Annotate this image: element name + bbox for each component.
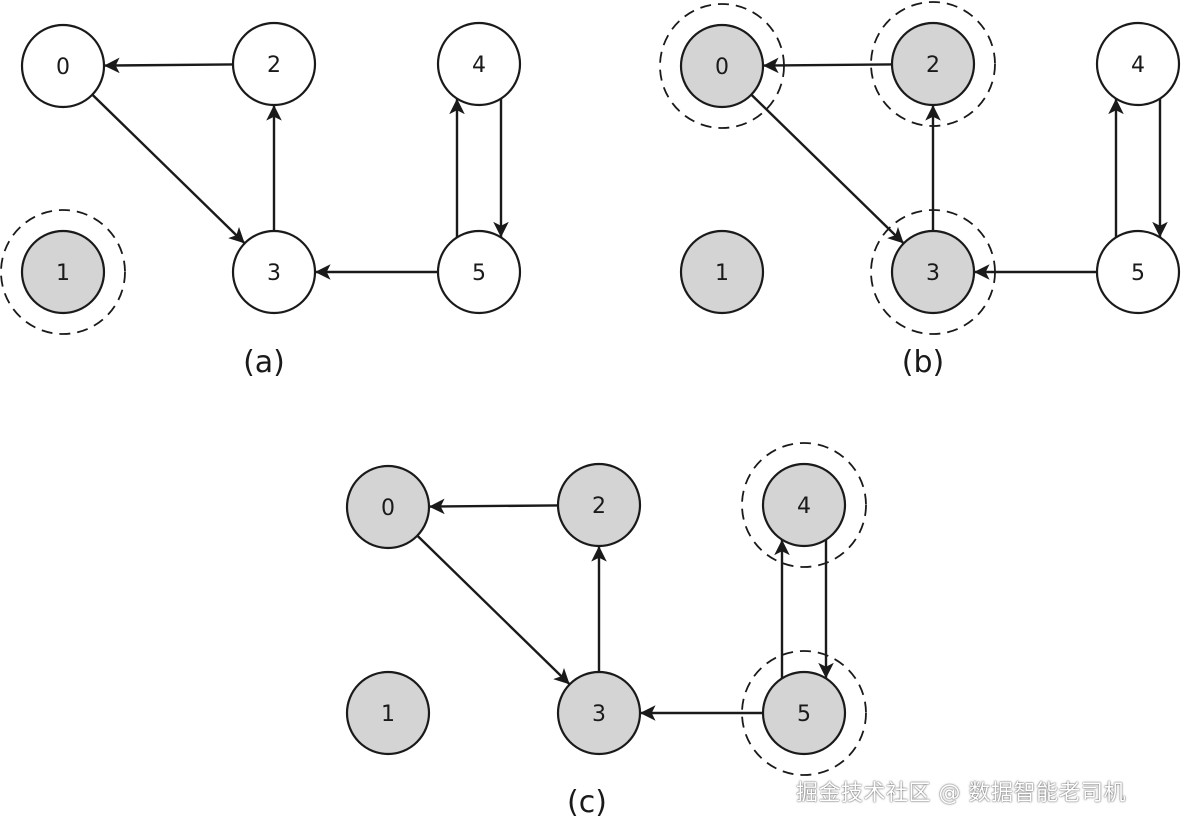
- node-0: 0: [345, 464, 431, 550]
- edge-2-to-0: [103, 57, 234, 74]
- node-label: 3: [926, 261, 940, 286]
- node-4: 4: [1095, 21, 1181, 107]
- node-label: 2: [267, 53, 281, 78]
- node-circle: [345, 670, 431, 756]
- highlight-ring: [870, 209, 996, 335]
- node-circle: [556, 462, 642, 548]
- edge-2-to-0: [428, 498, 559, 515]
- edge-2-to-0: [762, 57, 893, 74]
- node-label: 0: [56, 55, 70, 80]
- node-circle: [231, 229, 317, 315]
- node-circle: [890, 229, 976, 315]
- node-5: 5: [741, 650, 867, 776]
- highlight-ring: [741, 442, 867, 568]
- node-label: 1: [56, 261, 70, 286]
- node-circle: [761, 462, 847, 548]
- node-label: 0: [381, 496, 395, 521]
- node-circle: [1095, 21, 1181, 107]
- node-label: 4: [797, 494, 811, 519]
- node-label: 0: [715, 55, 729, 80]
- node-circle: [679, 229, 765, 315]
- node-label: 5: [1131, 261, 1145, 286]
- node-label: 1: [381, 702, 395, 727]
- node-circle: [890, 21, 976, 107]
- node-label: 2: [926, 53, 940, 78]
- panel-b: 0 1 2 3 4 5 (b): [659, 1, 1181, 380]
- node-label: 3: [267, 261, 281, 286]
- node-circle: [556, 670, 642, 756]
- panel-a: 0 1 2 3 4 5 (a): [0, 21, 522, 380]
- node-5: 5: [1095, 229, 1181, 315]
- panel-c: 0 1 2 3 4 5 (c): [345, 442, 867, 820]
- highlight-ring: [659, 3, 785, 129]
- node-5: 5: [436, 229, 522, 315]
- node-label: 4: [1131, 53, 1145, 78]
- node-circle: [20, 229, 106, 315]
- node-circle: [345, 464, 431, 550]
- node-label: 2: [592, 494, 606, 519]
- node-2: 2: [231, 21, 317, 107]
- node-label: 4: [472, 53, 486, 78]
- node-3: 3: [556, 670, 642, 756]
- node-circle: [231, 21, 317, 107]
- edge-0-to-3: [91, 93, 246, 245]
- edge-0-to-3: [750, 93, 905, 245]
- highlight-ring: [0, 209, 126, 335]
- node-circle: [761, 670, 847, 756]
- node-4: 4: [741, 442, 867, 568]
- node-circle: [1095, 229, 1181, 315]
- node-4: 4: [436, 21, 522, 107]
- node-0: 0: [659, 3, 785, 129]
- node-label: 5: [797, 702, 811, 727]
- node-3: 3: [870, 209, 996, 335]
- node-1: 1: [679, 229, 765, 315]
- node-1: 1: [0, 209, 126, 335]
- highlight-ring: [741, 650, 867, 776]
- node-0: 0: [20, 23, 106, 109]
- node-1: 1: [345, 670, 431, 756]
- node-circle: [436, 21, 522, 107]
- node-circle: [20, 23, 106, 109]
- node-label: 1: [715, 261, 729, 286]
- node-label: 3: [592, 702, 606, 727]
- panel-caption: (b): [902, 345, 944, 380]
- node-2: 2: [870, 1, 996, 127]
- node-label: 5: [472, 261, 486, 286]
- panel-caption: (a): [243, 345, 285, 380]
- highlight-ring: [870, 1, 996, 127]
- edge-0-to-3: [416, 534, 571, 686]
- watermark-text: 掘金技术社区 @ 数据智能老司机: [796, 781, 1126, 806]
- node-2: 2: [556, 462, 642, 548]
- node-circle: [436, 229, 522, 315]
- node-circle: [679, 23, 765, 109]
- panel-caption: (c): [567, 785, 607, 820]
- node-3: 3: [231, 229, 317, 315]
